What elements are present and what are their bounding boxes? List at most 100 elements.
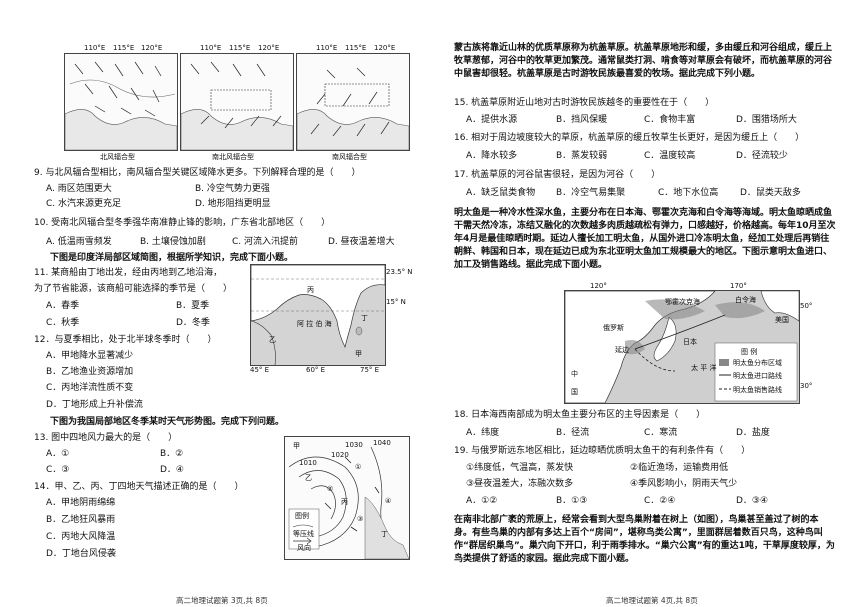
q13-option-c[interactable]: C．③: [46, 465, 70, 475]
q10-option-c[interactable]: C. 河流入汛提前: [232, 237, 299, 247]
wind-map-caption-2: 南北风辐合型: [212, 153, 254, 161]
q18-option-b[interactable]: B．径流: [556, 428, 590, 438]
weather-map-label-jia: 甲: [293, 442, 300, 450]
right-page-footer: 高二地理试题第 4页,共 8页: [606, 596, 698, 605]
weather-map-legend-title: 图例: [295, 512, 309, 520]
q15-option-d[interactable]: D．围猎场所大: [736, 115, 797, 125]
q14-option-b[interactable]: B．乙地狂风暴雨: [46, 515, 116, 525]
q15-option-c[interactable]: C．食物丰富: [644, 115, 696, 125]
wind-map-lon-2: 115°E: [113, 44, 135, 52]
pollock-map-legend-title: 图 例: [741, 348, 758, 356]
pollock-map-lat-1: 50°: [800, 302, 813, 310]
pollock-map-lat-2: 30°: [800, 382, 813, 390]
pollock-map-legend-2: 明太鱼进口路线: [733, 372, 782, 380]
q14-stem: 14．甲、乙、丙、丁四地天气描述正确的是（ ）: [34, 482, 244, 492]
q11-option-d[interactable]: D．冬季: [176, 318, 210, 328]
wind-map-north-south: [180, 53, 294, 151]
q12-stem: 12．与夏季相比，处于北半球冬季时（ ）: [34, 335, 217, 345]
pollock-map-yanbian: 延边: [615, 346, 629, 354]
q14-option-a[interactable]: A．甲地阴雨绵绵: [46, 498, 116, 508]
q10-option-d[interactable]: D. 昼夜温差增大: [328, 237, 395, 247]
q19-option-d[interactable]: D．③④: [736, 496, 769, 506]
q15-option-a[interactable]: A．提供水源: [466, 115, 518, 125]
weather-map-num-1: ①: [355, 463, 362, 471]
q19-statement-4: ④季风影响小，阴雨天气少: [630, 479, 738, 489]
pollock-map-legend-1: 明太鱼分布区域: [733, 359, 782, 367]
q16-option-b[interactable]: B．蒸发较弱: [556, 151, 608, 161]
q12-option-c[interactable]: C．丙地洋流性质不变: [46, 383, 134, 393]
wind-map3-lon-1: 110°E: [316, 44, 338, 52]
weather-map: 甲 1010 1020 1030 1040 乙 丙 丁 ① ② ③ ④ 图例 等…: [284, 436, 410, 560]
weather-map-label-yi: 乙: [305, 474, 312, 482]
right-page: 蒙古族将靠近山林的优质草原称为杭盖草原。杭盖草原地形和缓，多由缓丘和河谷组成，缓…: [430, 0, 860, 607]
q12-option-b[interactable]: B．乙地渔业资源增加: [46, 367, 134, 377]
q17-option-d[interactable]: D．鼠类天敌多: [740, 188, 801, 198]
q14-option-d[interactable]: D．丁地台风侵袭: [46, 549, 116, 559]
intro-india-map: 下图是印度洋局部区域简图，根据所学知识，完成下面小题。: [50, 253, 294, 263]
pollock-map-lon-2: 170°: [730, 282, 747, 290]
q11-option-c[interactable]: C．秋季: [46, 318, 80, 328]
pollock-map-china-2: 国: [571, 388, 578, 396]
q11-stem-line1: 11. 某商船由丁地出发，经由丙地到乙地沿海，: [34, 268, 223, 278]
wind-map2-lon-3: 120°E: [258, 44, 280, 52]
india-map-lon-3: 75° E: [360, 366, 380, 374]
q9-option-c[interactable]: C. 水汽来源更充足: [46, 199, 122, 209]
q10-option-b[interactable]: B. 土壤侵蚀加剧: [140, 237, 206, 247]
india-map-label-jia: 甲: [355, 350, 362, 358]
wind-map-south: [296, 53, 410, 151]
q19-option-c[interactable]: C．②④: [644, 496, 676, 506]
q14-option-c[interactable]: C．丙地大风降温: [46, 532, 116, 542]
left-page: 110°E 115°E 120°E 110°E 115°E 120°E 110°…: [34, 44, 413, 605]
q17-option-a[interactable]: A．缺乏鼠类食物: [466, 188, 536, 198]
q15-stem: 15. 杭盖草原附近山地对古时游牧民族越冬的重要性在于（ ）: [454, 98, 715, 108]
wind-map2-lon-1: 110°E: [200, 44, 222, 52]
india-map-lon-1: 45° E: [250, 366, 270, 374]
q19-statement-3: ③昼夜温差大，冻融次数多: [466, 479, 574, 489]
q18-stem: 18. 日本海西南部成为明太鱼主要分布区的主导因素是（ ）: [454, 410, 706, 420]
q10-stem: 10. 受南北风辐合型冬季强华南准静止锋的影响，广东省北部地区（ ）: [34, 218, 331, 228]
wind-map-north: [64, 53, 178, 151]
q19-option-b[interactable]: B．①③: [556, 496, 588, 506]
q19-statement-2: ②临近渔场，运输费用低: [630, 463, 729, 473]
q11-option-b[interactable]: B．夏季: [176, 301, 210, 311]
india-map-label-bing: 丙: [307, 286, 314, 294]
q13-option-a[interactable]: A．①: [46, 449, 70, 459]
india-map-label-yi: 乙: [269, 336, 276, 344]
q16-option-c[interactable]: C．温度较高: [644, 151, 696, 161]
weather-map-num-3: ③: [357, 515, 364, 523]
q9-option-d[interactable]: D. 地形阻挡更明显: [195, 199, 271, 209]
q16-option-a[interactable]: A．降水较多: [466, 151, 518, 161]
q16-stem: 16. 相对于周边坡度较大的草原，杭盖草原的缓丘牧草生长更好，是因为缓丘上（ ）: [454, 133, 805, 143]
q12-option-a[interactable]: A．甲地降水显著减少: [46, 351, 134, 361]
q9-option-a[interactable]: A. 雨区范围更大: [46, 184, 112, 194]
para-hangai: 蒙古族将靠近山林的优质草原称为杭盖草原。杭盖草原地形和缓，多由缓丘和河谷组成，缓…: [454, 43, 833, 79]
para-weaver-bird: 在南非北部广袤的荒原上，经常会看到大型鸟巢附着在树上（如图），鸟巢甚至盖过了树的…: [454, 515, 835, 564]
wind-map-caption-3: 南风辐合型: [332, 153, 367, 161]
weather-map-isobar-1040: 1040: [373, 439, 391, 447]
wind-map2-lon-2: 115°E: [229, 44, 251, 52]
q15-option-b[interactable]: B．挡风保暖: [556, 115, 608, 125]
para-pollock: 明太鱼是一种冷水性深水鱼，主要分布在日本海、鄂霍次克海和白令海等海域。明太鱼晾晒…: [454, 208, 836, 270]
pollock-map-legend-3: 明太鱼销售路线: [733, 386, 782, 394]
q10-option-a[interactable]: A. 低温雨雪频发: [46, 237, 112, 247]
weather-map-legend-isobar: 等压线: [293, 530, 314, 538]
q13-option-d[interactable]: D．④: [160, 465, 184, 475]
q18-option-c[interactable]: C．寒流: [644, 428, 678, 438]
q12-option-d[interactable]: D．丁地形成上升补偿流: [46, 400, 143, 410]
q17-stem: 17. 杭盖草原的河谷鼠害很轻，是因为河谷（ ）: [454, 170, 661, 180]
q16-option-d[interactable]: D．径流较少: [736, 151, 788, 161]
q18-option-d[interactable]: D．盐度: [736, 428, 770, 438]
pollock-map-pacific: 太 平 洋: [691, 364, 717, 372]
q13-option-b[interactable]: B．②: [160, 449, 184, 459]
q19-option-a[interactable]: A．①②: [466, 496, 498, 506]
q11-option-a[interactable]: A．春季: [46, 301, 80, 311]
q9-option-b[interactable]: B. 冷空气势力更强: [195, 184, 270, 194]
pollock-map-lon-1: 120°: [590, 282, 607, 290]
weather-map-isobar-1030: 1030: [345, 441, 363, 449]
q19-statement-1: ①纬度低，气温高，蒸发快: [466, 463, 574, 473]
weather-map-num-2: ②: [327, 485, 334, 493]
q17-option-c[interactable]: C．地下水位高: [658, 188, 719, 198]
q18-option-a[interactable]: A．纬度: [466, 428, 500, 438]
q17-option-b[interactable]: B．冷空气易集聚: [556, 188, 626, 198]
q11-stem-line2: 为了节省能源，该商船可能选择的季节是（ ）: [34, 284, 233, 294]
